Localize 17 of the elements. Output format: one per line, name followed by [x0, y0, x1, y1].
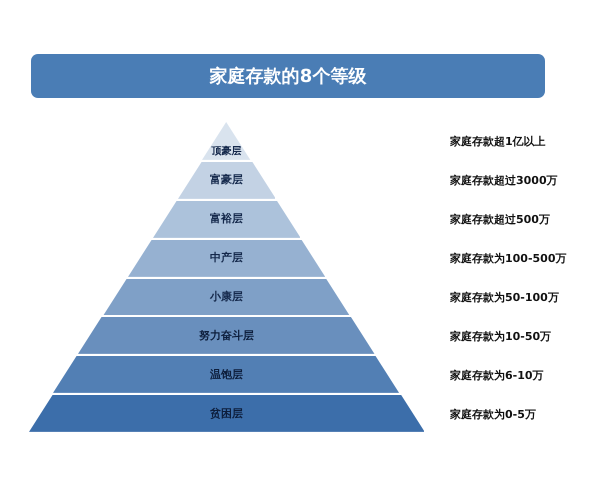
tier-label: 顶豪层: [210, 144, 242, 158]
tier-label: 努力奋斗层: [198, 328, 255, 343]
tier-label: 贫困层: [208, 406, 244, 421]
tier-label: 中产层: [208, 250, 244, 266]
tier-label: 小康层: [208, 288, 244, 304]
savings-label: 家庭存款为100-500万: [450, 251, 566, 266]
title-banner: 家庭存款的8个等级: [31, 54, 545, 98]
savings-label: 家庭存款超1亿以上: [450, 134, 546, 150]
tier-label: 温饱层: [208, 366, 244, 382]
savings-label: 家庭存款为10-50万: [450, 328, 552, 344]
savings-label: 家庭存款为6-10万: [450, 368, 544, 383]
tier-label: 富豪层: [208, 172, 244, 188]
savings-label: 家庭存款为0-5万: [450, 406, 536, 422]
savings-label: 家庭存款超过500万: [450, 212, 550, 228]
tier-label: 富裕层: [208, 211, 244, 226]
savings-label: 家庭存款超过3000万: [450, 173, 558, 188]
savings-label: 家庭存款为50-100万: [450, 290, 559, 305]
